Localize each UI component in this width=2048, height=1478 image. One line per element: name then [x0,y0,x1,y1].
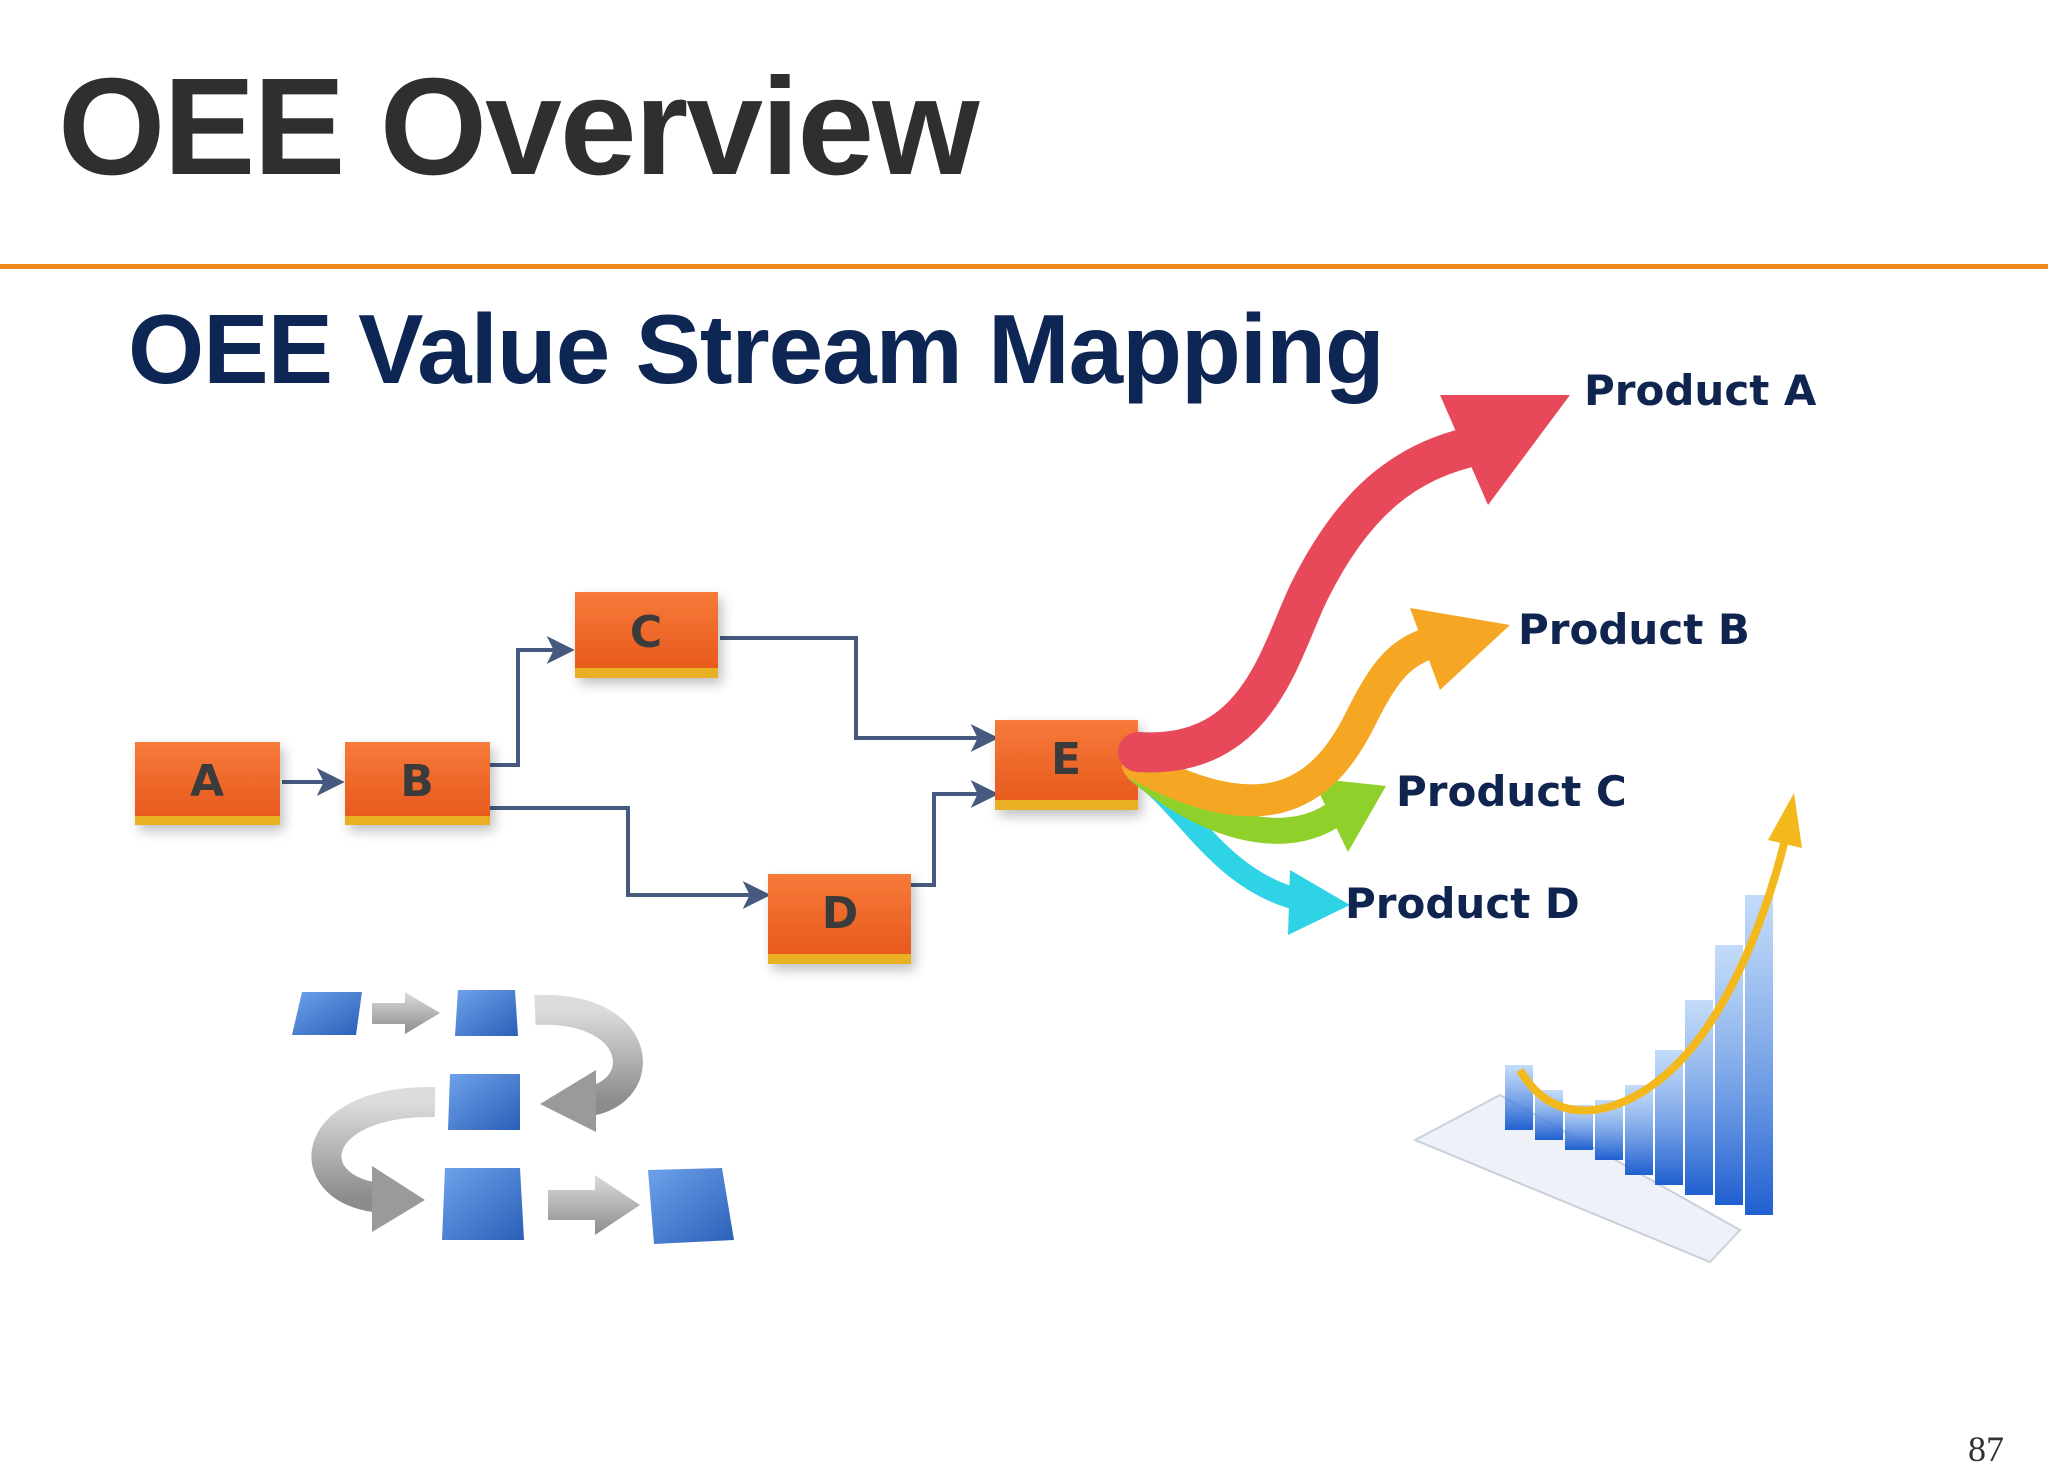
flow-curve-arrowhead-1 [540,1070,596,1132]
page-number: 87 [1968,1429,2004,1469]
node-b: B [345,742,490,825]
node-e: E [995,720,1138,810]
edge-d-e [910,780,999,887]
node-a: A [135,742,280,825]
flow-curve-arrowhead-2 [372,1166,425,1232]
flow-arrow-2 [548,1175,640,1235]
process-flow-illustration [292,990,734,1244]
stream-arrowhead-a [1440,395,1570,505]
flow-curve-arrow-2 [311,1086,436,1213]
flow-block-5 [648,1168,734,1244]
product-b-label: Product B [1518,605,1750,654]
node-b-label: B [400,756,434,807]
node-e-label: E [1051,734,1081,785]
flow-block-4 [442,1168,524,1240]
product-c-label: Product C [1396,767,1627,816]
edge-b-d [490,806,771,909]
chart-base-sheet [1412,1093,1742,1264]
node-d-label: D [822,888,859,939]
node-c: C [575,592,718,678]
stream-arrow-a [1118,425,1500,773]
stream-arrowhead-c [1312,778,1386,852]
flow-arrow-1 [372,992,440,1034]
stream-arrowhead-d [1288,870,1350,935]
flow-block-2 [455,990,518,1036]
node-c-label: C [630,607,662,658]
product-d-label: Product D [1345,879,1580,928]
flow-block-3 [448,1074,520,1130]
growth-curve-arrowhead [1768,793,1802,848]
node-a-label: A [190,756,224,807]
product-a-label: Product A [1584,366,1817,415]
flow-curve-arrow-1 [534,994,643,1117]
product-stream-arrows [1118,395,1570,935]
slide-title: OEE Overview [58,50,979,204]
stream-arrowhead-b [1410,608,1510,690]
node-d: D [768,874,911,964]
connectors [282,636,999,909]
growth-chart-illustration [1412,793,1802,1264]
flow-block-1 [292,992,362,1035]
title-divider [0,264,2048,269]
edge-c-e [720,636,999,752]
edge-b-c [490,636,575,767]
slide-subtitle: OEE Value Stream Mapping [128,294,1385,404]
stream-arrow-b [1122,624,1456,817]
growth-curve-arrow [1516,839,1789,1115]
